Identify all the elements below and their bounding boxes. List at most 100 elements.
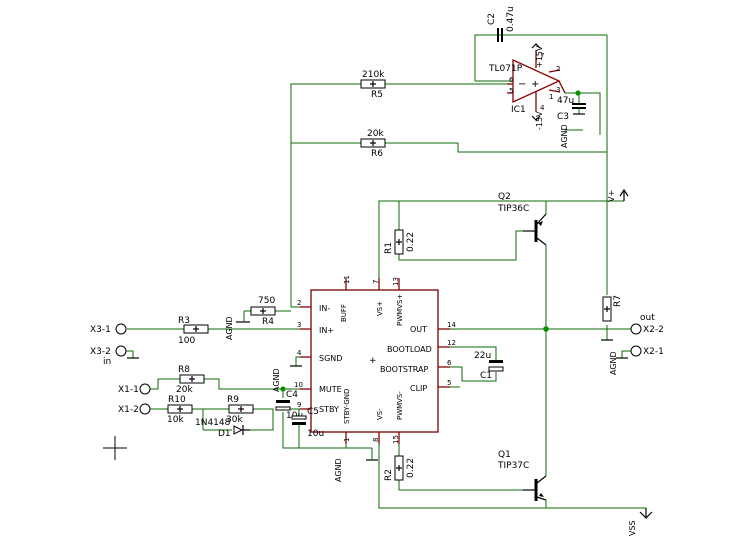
r8-ref: R8 [178,365,190,375]
pin-label-bootstrap: BOOTSTRAP [380,365,429,374]
pin-label-bootload: BOOTLOAD [387,345,432,354]
opamp-pin-number: 3 [556,86,560,94]
r5-value: 210k [362,70,385,80]
r4-value: 750 [258,296,275,306]
capacitor-c2: C2 0.47u [487,6,516,42]
resistor-r2: R2 0.22 [384,455,416,481]
r10-ref: R10 [168,395,186,405]
d1-value: 1N4148 [195,418,231,428]
pin-label-sgnd: SGND [319,354,342,363]
r4-ref: R4 [262,317,274,327]
c2-value: 0.47u [506,6,516,32]
c1-ref: C1 [480,371,492,381]
resistor-r1: R1 0.22 [384,229,416,255]
resistor-r10: R10 10k [167,395,193,425]
d1-ref: D1 [218,429,231,439]
pin-number: 1 [343,438,351,442]
pin-label-in-plus: IN+ [319,326,334,335]
connector-x1-1 [139,383,151,395]
agnd-label: AGND [272,368,281,392]
connector-x3-2 [115,345,127,357]
vss-label: VSS [628,520,637,536]
in-label: in [103,357,111,367]
pin-number: 4 [297,349,302,357]
svg-text:−: − [518,79,526,90]
r9-value: 30k [226,415,243,425]
r7-ref: R7 [613,295,623,307]
r8-value: 20k [176,385,193,395]
ground-symbols: AGND AGND AGND AGND AGND V+ VSS [127,113,653,536]
pin-number: 13 [392,277,400,286]
diode-d1: 1N4148 D1 [195,418,250,439]
opamp-pin-number: 5 [509,87,513,95]
agnd-label: AGND [334,458,343,482]
r1-ref: R1 [384,242,394,254]
r6-ref: R6 [371,149,383,159]
agnd-label: AGND [560,124,569,148]
q1-value: TIP37C [497,461,529,471]
amplifier-ic: BUFF VS+ PWMVS+ IN- IN+ SGND MUTE STBY S… [294,275,456,444]
pin-number: 9 [297,401,301,409]
vplus-label: V+ [607,190,616,202]
pin-number: 6 [447,359,452,367]
pin-number: 7 [372,280,380,284]
r9-ref: R9 [227,395,239,405]
agnd-label: AGND [225,316,234,340]
x1-2-label: X1-2 [118,405,139,415]
opamp-pin-number: 4 [540,104,545,112]
capacitor-c3: 47u C3 [557,96,586,122]
q2-ref: Q2 [498,192,511,202]
pin-number: 14 [447,321,456,329]
r2-value: 0.22 [406,458,416,478]
c3-value: 47u [557,96,574,106]
x2-1-label: X2-1 [643,347,664,357]
r5-ref: R5 [371,90,383,100]
bootstrap-plus: + [369,356,377,366]
pin-label-mute: MUTE [319,385,342,394]
junction-dots [280,90,581,392]
resistor-r7: R7 [602,295,623,322]
connectors: X3-1 X3-2 in X1-1 X1-2 X2-2 out X2-1 [90,313,664,415]
x3-1-label: X3-1 [90,325,111,335]
pin-number: 10 [294,381,303,389]
pin-label-pwmvs-minus: PWMVS- [396,391,404,420]
resistor-r6: 20k R6 [360,129,386,159]
opamp-ref: IC1 [511,105,526,115]
r2-ref: R2 [384,469,394,481]
pin-label-stby-gnd: STBY-GND [343,389,351,424]
agnd-label: AGND [609,351,618,375]
opamp-pin-number: 2 [556,65,560,73]
pin-label-out: OUT [410,325,427,334]
pin-label-vs-minus: VS- [376,408,384,420]
c3-ref: C3 [557,112,569,122]
q2-value: TIP36C [497,204,529,214]
svg-text:+: + [531,79,539,90]
capacitor-c5: C5 10u [291,407,324,439]
pin-number: 12 [447,339,456,347]
pin-label-vs-plus: VS+ [376,301,384,316]
pin-number: 15 [392,435,400,444]
pin-label-pwmvs-plus: PWMVS+ [396,294,404,326]
pin-number: 3 [297,321,301,329]
capacitor-c1: 22u C1 [474,351,504,381]
r3-ref: R3 [178,316,190,326]
resistor-r4: 750 R4 [250,296,276,327]
x2-2-label: X2-2 [643,325,664,335]
c1-value: 22u [474,351,491,361]
r6-value: 20k [367,129,384,139]
x1-1-label: X1-1 [118,385,139,395]
opamp-pos-rail: +15V [535,45,544,68]
r10-value: 10k [167,415,184,425]
origin-crosshair [103,436,127,460]
opamp-pin-number: 7 [540,52,544,60]
resistor-r8: R8 20k [176,365,205,395]
pin-label-stby: STBY [319,405,339,414]
resistor-r3: R3 100 [178,316,209,346]
pin-number: 8 [372,438,380,442]
q1-ref: Q1 [498,450,511,460]
c2-ref: C2 [487,13,497,25]
resistor-r5: 210k R5 [360,70,386,100]
opamp-neg-rail: -15V [535,111,544,130]
out-label: out [640,313,655,323]
